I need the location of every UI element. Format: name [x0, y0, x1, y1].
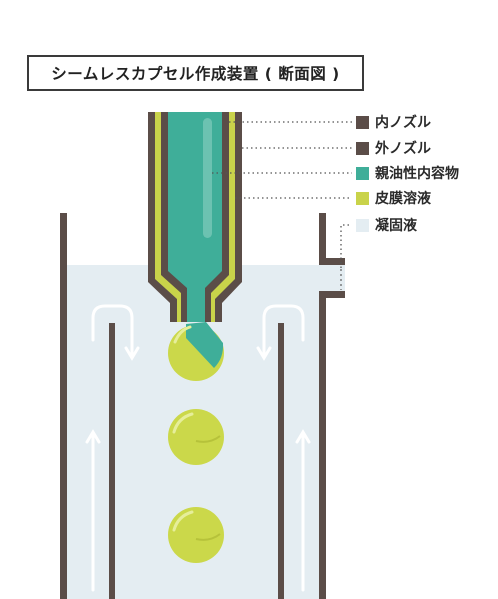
column-right-wall	[278, 323, 284, 599]
legend-swatch-inner-nozzle	[356, 115, 369, 129]
capsule	[168, 507, 224, 563]
legend-label-content: 親油性内容物	[375, 166, 459, 182]
forming-capsule-shine	[173, 325, 192, 344]
outlet-top-wall	[319, 258, 345, 265]
tank-right-wall	[319, 213, 326, 265]
tank-right-lower-wall	[319, 291, 326, 599]
diagram-title: シームレスカプセル作成装置 ( 断面図 )	[51, 65, 340, 83]
circulation-arrows	[85, 304, 311, 592]
content-highlight-dot	[203, 228, 212, 236]
legend-swatch-content	[356, 166, 369, 180]
legend-swatch-outer-nozzle	[356, 141, 369, 155]
column-left-wall	[109, 323, 115, 599]
capsule	[168, 409, 224, 465]
legend-swatch-film	[356, 191, 369, 205]
legend-label-coagulant: 凝固液	[375, 218, 417, 234]
legend-label-outer-nozzle: 外ノズル	[375, 141, 431, 157]
legend-swatch-coagulant	[356, 218, 369, 232]
leader-lines	[212, 121, 352, 268]
content-highlight	[203, 118, 212, 238]
overflow-outlet	[320, 265, 345, 291]
legend-item-outer-nozzle: 外ノズル	[356, 138, 431, 158]
forming-capsule-content	[186, 322, 224, 368]
legend-item-film: 皮膜溶液	[356, 188, 431, 208]
leader-coagulant	[340, 224, 352, 268]
legend-label-inner-nozzle: 内ノズル	[375, 115, 431, 131]
outlet-bottom-wall	[319, 291, 345, 298]
legend-item-inner-nozzle: 内ノズル	[356, 112, 431, 132]
title-box: シームレスカプセル作成装置 ( 断面図 )	[27, 55, 364, 91]
legend-item-content: 親油性内容物	[356, 163, 459, 183]
tank-left-wall	[60, 213, 67, 599]
legend-label-film: 皮膜溶液	[375, 191, 431, 207]
legend-item-coagulant: 凝固液	[356, 215, 417, 235]
